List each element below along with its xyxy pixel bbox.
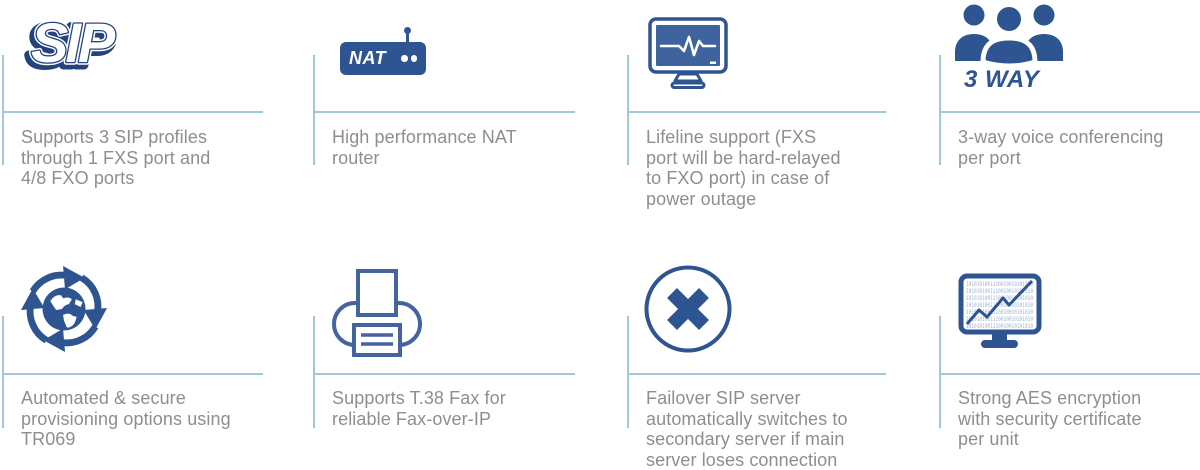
feature-card-aes: 1010101001110010010101010 10101010011100…: [939, 235, 1200, 469]
nat-led-dot: [410, 55, 417, 62]
ruler-vline: [939, 55, 941, 165]
nat-led-dot: [401, 55, 408, 62]
binary-row: 1010101001110010010101010: [966, 281, 1033, 288]
feature-card-provisioning: Automated & secure provisioning options …: [2, 235, 263, 469]
feature-text: 3-way voice conferencing per port: [958, 127, 1164, 168]
nat-router-icon: NAT: [340, 27, 440, 75]
ruler-vline: [939, 316, 941, 428]
ruler-vline: [627, 55, 629, 165]
nat-led-dots: [401, 55, 417, 62]
three-way-people-svg: [955, 2, 1063, 69]
feature-card-fax: Supports T.38 Fax for reliable Fax-over-…: [313, 235, 575, 469]
ruler-hline: [627, 373, 886, 375]
feature-card-sip: SIP SIP SIP Supports 3 SIP profiles thro…: [2, 0, 263, 235]
ruler-hline: [627, 111, 886, 113]
feature-card-lifeline: Lifeline support (FXS port will be hard-…: [627, 0, 886, 235]
ruler-vline: [627, 316, 629, 428]
aes-monitor-icon: 1010101001110010010101010 10101010011100…: [958, 273, 1042, 356]
fax-printer-icon: [331, 265, 423, 362]
nat-router-body: NAT: [340, 42, 426, 75]
ruler-hline: [313, 111, 575, 113]
ruler-vline: [313, 55, 315, 165]
sip-logo-icon: SIP SIP SIP: [24, 8, 144, 81]
ruler-vline: [313, 316, 315, 428]
feature-card-threeway: 3 WAY 3-way voice conferencing per port: [939, 0, 1200, 235]
binary-row: 1010101001110010010101010: [966, 288, 1033, 295]
ruler-vline: [2, 316, 4, 428]
feature-card-nat: NAT High performance NAT router: [313, 0, 575, 235]
nat-label: NAT: [349, 48, 387, 68]
feature-text: Strong AES encryption with security cert…: [958, 388, 1142, 449]
ruler-hline: [939, 111, 1200, 113]
sip-logo-back: SIP: [28, 14, 113, 76]
nat-antenna-ball: [404, 27, 411, 34]
feature-text: Supports T.38 Fax for reliable Fax-over-…: [332, 388, 506, 429]
ruler-hline: [2, 373, 263, 375]
feature-card-failover: Failover SIP server automatically switch…: [627, 235, 886, 470]
lifeline-monitor-svg: [648, 17, 728, 89]
sip-logo-halo: SIP: [31, 11, 116, 74]
feature-text: Failover SIP server automatically switch…: [646, 388, 848, 470]
nat-antenna-stem: [406, 31, 409, 44]
ruler-vline: [2, 55, 4, 165]
binary-row: 1010101001110010010101010: [966, 295, 1033, 302]
binary-row: 1010101001110010010101010: [966, 323, 1033, 330]
provisioning-globe-svg: [20, 262, 110, 356]
three-way-label: 3 WAY: [964, 66, 1040, 93]
lifeline-monitor-icon: [648, 17, 728, 94]
feature-text: Lifeline support (FXS port will be hard-…: [646, 127, 841, 209]
three-way-people-icon: [954, 1, 1064, 72]
binary-row: 1010101001110010010101010: [966, 316, 1033, 323]
feature-text: Supports 3 SIP profiles through 1 FXS po…: [21, 127, 211, 188]
binary-row: 1010101001110010010101010: [966, 309, 1033, 316]
feature-text: Automated & secure provisioning options …: [21, 388, 231, 449]
ruler-hline: [939, 373, 1200, 375]
provisioning-globe-icon: [20, 262, 110, 361]
feature-text: High performance NAT router: [332, 127, 517, 168]
ruler-hline: [313, 373, 575, 375]
failover-x-svg: [644, 265, 732, 353]
binary-row: 1010101001110010010101010: [966, 302, 1033, 309]
sip-logo-svg: SIP SIP SIP: [24, 8, 122, 81]
failover-x-icon: [643, 264, 733, 359]
aes-monitor-svg: 1010101001110010010101010 10101010011100…: [958, 273, 1042, 348]
fax-printer-svg: [332, 269, 422, 357]
ruler-hline: [2, 111, 263, 113]
sip-logo-front: SIP: [31, 11, 116, 74]
